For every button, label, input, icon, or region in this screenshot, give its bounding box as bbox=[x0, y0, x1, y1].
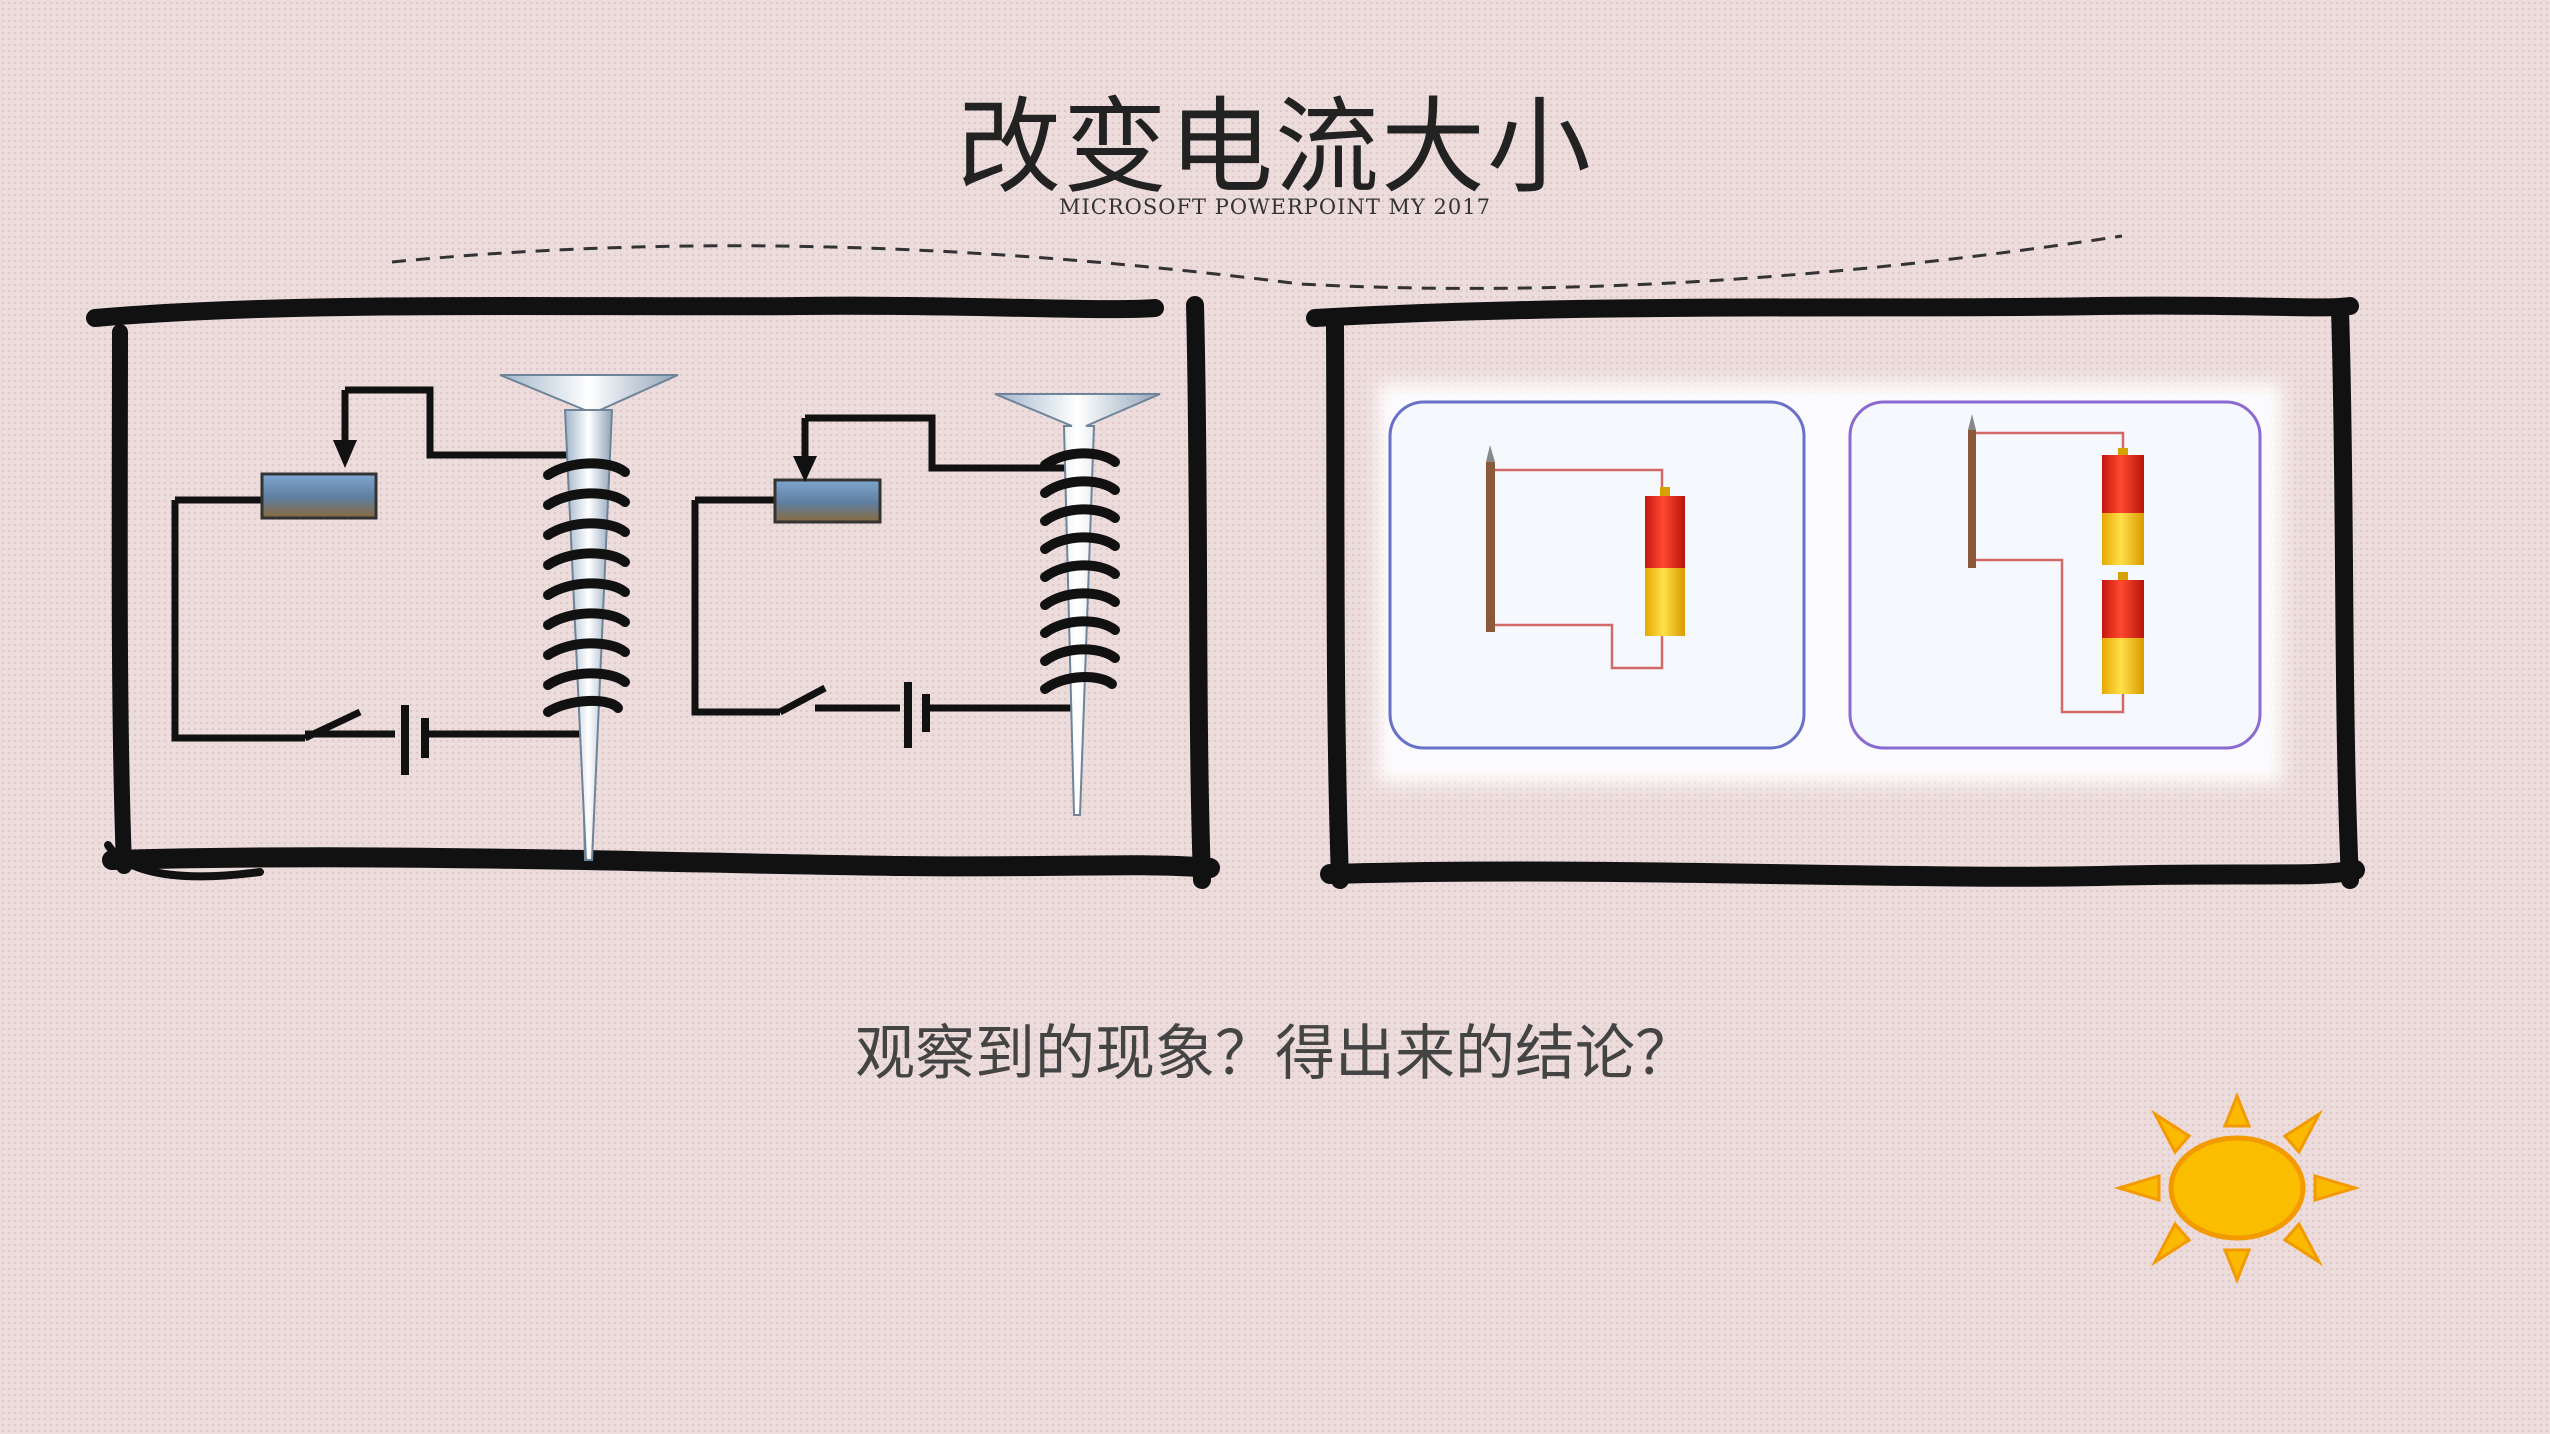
battery-photo-2 bbox=[2102, 448, 2144, 694]
coil bbox=[1040, 448, 1120, 694]
photo-card-2 bbox=[1848, 400, 2262, 750]
dashed-divider bbox=[391, 234, 2123, 290]
nail-photo-2 bbox=[1968, 414, 1976, 568]
circuit-2 bbox=[691, 393, 1161, 816]
battery-icon bbox=[401, 705, 429, 775]
left-frame bbox=[86, 296, 1220, 889]
coil bbox=[543, 458, 630, 717]
battery-photo-1 bbox=[1645, 487, 1685, 636]
sun-icon bbox=[2113, 1091, 2361, 1285]
photo-card-1 bbox=[1388, 400, 1806, 750]
circuit-1 bbox=[171, 374, 679, 861]
slide-subtitle: MICROSOFT POWERPOINT MY 2017 bbox=[1058, 195, 1491, 219]
slide-title: 改变电流大小 bbox=[956, 86, 1593, 208]
right-frame bbox=[1306, 296, 2365, 889]
photo-panel bbox=[1378, 383, 2282, 783]
rheostat-icon bbox=[773, 478, 882, 524]
switch-icon bbox=[778, 684, 827, 716]
nail-photo-1 bbox=[1486, 445, 1495, 632]
rheostat-icon bbox=[260, 472, 378, 520]
screw-icon bbox=[994, 393, 1161, 816]
battery-icon bbox=[904, 682, 930, 748]
question-text: 观察到的现象？得出来的结论？ bbox=[855, 1019, 1695, 1089]
